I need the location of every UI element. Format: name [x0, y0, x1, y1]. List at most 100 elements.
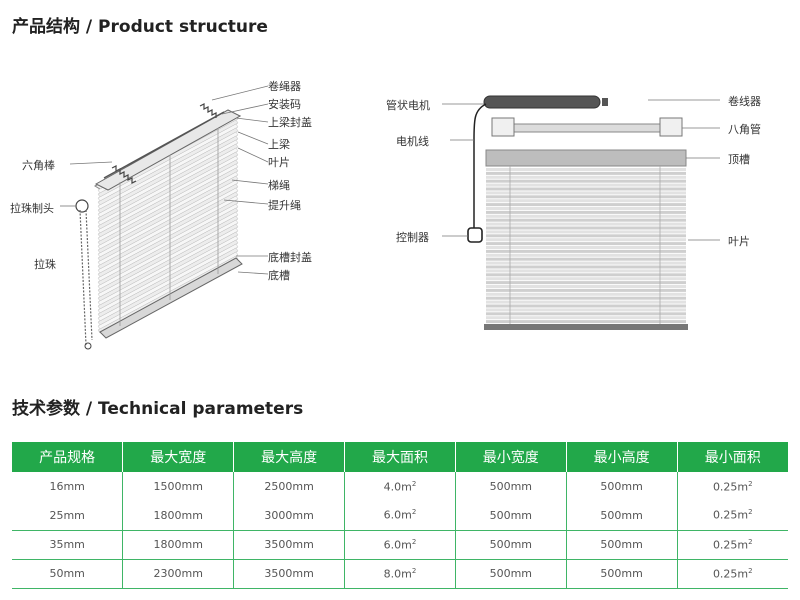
right-slat-panel [486, 168, 686, 324]
cell-max-height: 3500mm [233, 559, 345, 589]
slat [486, 242, 686, 246]
slat [97, 183, 239, 262]
slat [97, 247, 239, 326]
slat [97, 207, 239, 286]
slat [486, 218, 686, 222]
label-top-rail: 上梁 [268, 138, 290, 151]
left-slat-panel [97, 115, 239, 334]
slat [486, 316, 686, 320]
cell-max-width: 1500mm [122, 472, 234, 501]
cell-min-width: 500mm [454, 501, 567, 531]
slat [486, 308, 686, 312]
product-structure-title: 产品结构 / Product structure [12, 17, 268, 37]
cell-max-width: 1800mm [122, 530, 234, 560]
slat [486, 269, 686, 273]
label-bottom-rail: 底槽 [268, 269, 290, 282]
slat [486, 203, 686, 207]
slat [486, 179, 686, 183]
cell-max-height: 3500mm [233, 530, 345, 560]
slat [486, 304, 686, 308]
slat [486, 281, 686, 285]
slat [97, 143, 239, 222]
slat [97, 163, 239, 242]
label-cord-roller: 卷线器 [728, 95, 761, 108]
slat [97, 219, 239, 298]
slat [97, 131, 239, 210]
cell-min-area: 0.25m2 [676, 559, 788, 589]
cell-max-height: 3000mm [233, 501, 345, 531]
label-mount-code: 安装码 [268, 98, 301, 111]
slat [486, 199, 686, 203]
cell-min-width: 500mm [454, 559, 567, 589]
label-right-top-rail: 顶槽 [728, 153, 750, 166]
slat [97, 135, 239, 214]
cell-max-area: 6.0m2 [344, 530, 456, 560]
header-min-width: 最小宽度 [454, 442, 567, 472]
slat [486, 210, 686, 214]
label-lift-cord: 提升绳 [268, 199, 301, 212]
label-octagonal-tube: 八角管 [728, 123, 761, 136]
slat [97, 227, 239, 306]
slat [486, 249, 686, 253]
slat [486, 214, 686, 218]
header-min-height: 最小高度 [565, 442, 678, 472]
header-max-area: 最大面积 [344, 442, 456, 472]
slat [97, 231, 239, 310]
label-roller: 卷绳器 [268, 80, 301, 93]
label-top-rail-cap: 上梁封盖 [268, 116, 312, 129]
slat [486, 168, 686, 171]
slat [486, 187, 686, 191]
slat [97, 155, 239, 234]
slat [486, 273, 686, 277]
cell-min-height: 500mm [565, 530, 678, 560]
technical-parameters-title: 技术参数 / Technical parameters [12, 399, 304, 419]
cell-max-area: 8.0m2 [344, 559, 456, 589]
slat [486, 171, 686, 175]
slat [486, 277, 686, 281]
slat [486, 191, 686, 195]
slat [97, 251, 239, 330]
label-tube-motor: 管状电机 [386, 99, 430, 112]
slat [97, 223, 239, 302]
cell-max-width: 1800mm [122, 501, 234, 531]
slat [486, 292, 686, 296]
slat [97, 215, 239, 294]
manual-blind-diagram [60, 85, 269, 350]
slat [97, 139, 239, 218]
slat [97, 195, 239, 274]
slat [97, 179, 239, 258]
table-row: 35mm 1800mm 3500mm 6.0m2 500mm 500mm 0.2… [12, 530, 788, 560]
cell-spec: 50mm [12, 559, 123, 589]
slat [486, 288, 686, 292]
slat [486, 175, 686, 179]
label-bead-head: 拉珠制头 [10, 202, 54, 215]
cell-min-width: 500mm [454, 472, 567, 501]
cell-min-height: 500mm [565, 559, 678, 589]
table-header-row: 产品规格 最大宽度 最大高度 最大面积 最小宽度 最小高度 最小面积 [12, 442, 788, 472]
label-controller: 控制器 [396, 231, 429, 244]
cell-spec: 35mm [12, 530, 123, 560]
slat [486, 253, 686, 257]
slat [486, 265, 686, 269]
slat [486, 300, 686, 304]
slat [97, 211, 239, 290]
slat [486, 226, 686, 230]
table-row: 16mm 1500mm 2500mm 4.0m2 500mm 500mm 0.2… [12, 472, 788, 501]
label-ladder-cord: 梯绳 [268, 179, 290, 192]
motorized-blind-diagram [442, 95, 720, 330]
cell-max-height: 2500mm [233, 472, 345, 501]
slat [97, 151, 239, 230]
slat [97, 239, 239, 318]
label-slat: 叶片 [268, 156, 290, 169]
cell-spec: 16mm [49, 480, 85, 493]
slat [486, 296, 686, 300]
label-bottom-rail-cap: 底槽封盖 [268, 251, 312, 264]
slat [486, 246, 686, 249]
slat [97, 243, 239, 322]
cell-min-area: 0.25m2 [676, 530, 788, 560]
label-hex-rod: 六角棒 [22, 159, 55, 172]
label-motor-cable: 电机线 [396, 135, 429, 148]
slat [97, 199, 239, 278]
header-max-width: 最大宽度 [122, 442, 234, 472]
slat [97, 119, 239, 198]
